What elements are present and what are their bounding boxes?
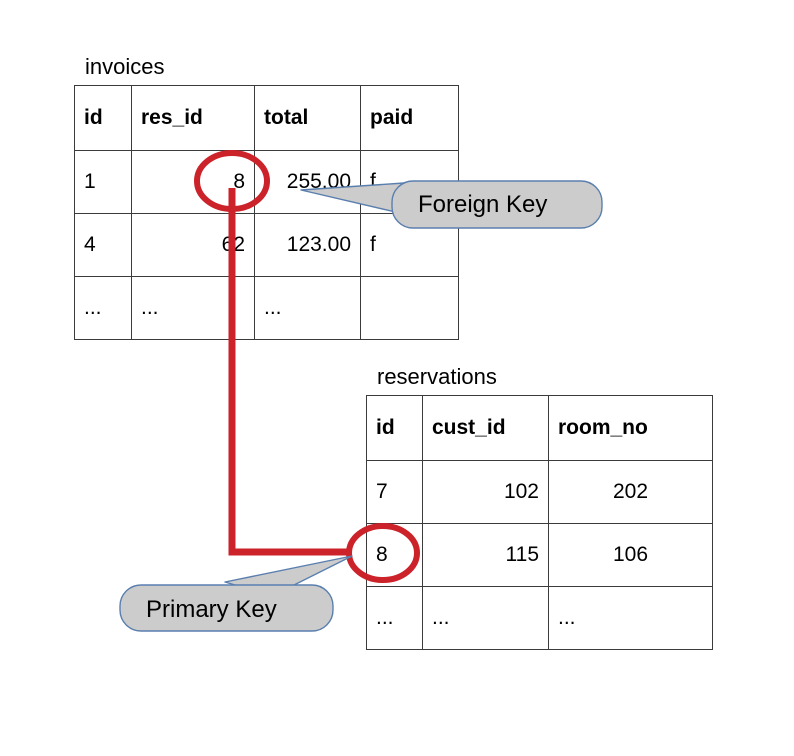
primary-key-callout-body [119, 584, 334, 632]
foreign-key-callout[interactable] [300, 180, 603, 229]
cell-id: 1 [74, 150, 132, 214]
cell-room-no: 106 [548, 523, 713, 587]
cell-cust-id: 102 [422, 460, 549, 524]
column-header-cust-id: cust_id [422, 395, 549, 461]
cell-total: 255.00 [254, 150, 361, 214]
foreign-key-callout-body [391, 180, 603, 229]
reservations-table: id cust_id room_no 7 102 202 8 115 106 .… [366, 395, 713, 650]
column-header-res-id: res_id [131, 85, 255, 151]
table-row: ... ... ... [74, 276, 459, 340]
invoices-table-title: invoices [85, 54, 165, 79]
column-header-id: id [366, 395, 423, 461]
table-row: ... ... ... [366, 586, 713, 650]
cell-res-id: ... [131, 276, 255, 340]
table-header-row: id cust_id room_no [366, 395, 713, 461]
cell-room-no: 202 [548, 460, 713, 524]
reservations-table-title: reservations [377, 364, 497, 389]
cell-id: 4 [74, 213, 132, 277]
column-header-room-no: room_no [548, 395, 713, 461]
table-row: 8 115 106 [366, 523, 713, 587]
cell-paid [360, 276, 459, 340]
cell-cust-id: ... [422, 586, 549, 650]
cell-res-id: 8 [131, 150, 255, 214]
table-row: 7 102 202 [366, 460, 713, 524]
column-header-total: total [254, 85, 361, 151]
cell-res-id: 62 [131, 213, 255, 277]
cell-id: ... [74, 276, 132, 340]
column-header-id: id [74, 85, 132, 151]
cell-id: 8 [366, 523, 423, 587]
table-header-row: id res_id total paid [74, 85, 459, 151]
cell-id: ... [366, 586, 423, 650]
cell-room-no: ... [548, 586, 713, 650]
cell-cust-id: 115 [422, 523, 549, 587]
cell-total: 123.00 [254, 213, 361, 277]
primary-key-callout-label: Primary Key [146, 596, 277, 623]
cell-total: ... [254, 276, 361, 340]
column-header-paid: paid [360, 85, 459, 151]
table-row: 1 8 255.00 f [74, 150, 459, 214]
primary-key-callout[interactable] [119, 555, 353, 632]
cell-id: 7 [366, 460, 423, 524]
foreign-key-callout-label: Foreign Key [418, 191, 548, 218]
